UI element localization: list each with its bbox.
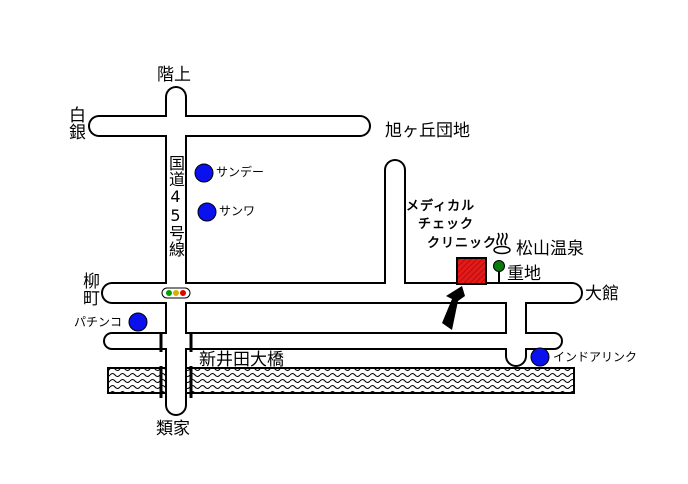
poi-indoor-icon — [530, 347, 550, 367]
label-pachinko: パチンコ — [74, 315, 123, 329]
destination-marker-icon — [456, 257, 487, 285]
label-shirogane: 白銀 — [65, 106, 85, 140]
pointer-arrow-icon — [442, 286, 465, 330]
traffic-signal-icon — [161, 287, 191, 299]
bridge-marks — [159, 332, 193, 398]
label-clinic-3: クリニック — [427, 236, 498, 251]
poi-sunday-icon — [194, 163, 214, 183]
label-bridge: 新井田大橋 — [199, 350, 284, 370]
label-bottom-ruike: 類家 — [156, 419, 190, 439]
label-route-45: 国道45号線 — [166, 155, 185, 257]
label-sunday: サンデー — [216, 165, 265, 179]
hot-spring-icon — [493, 232, 511, 255]
label-sanwa: サンワ — [219, 204, 256, 218]
label-yanagimachi: 柳町 — [79, 272, 99, 306]
label-indoor-rink: インドアリンク — [553, 350, 638, 364]
tree-icon — [493, 260, 505, 283]
label-clinic-2: チェック — [418, 217, 475, 232]
label-asahigaoka: 旭ヶ丘団地 — [385, 121, 470, 141]
label-shigechi: 重地 — [507, 264, 541, 284]
poi-sanwa-icon — [197, 202, 217, 222]
label-clinic-1: メディカル — [406, 199, 476, 214]
label-onsen: 松山温泉 — [516, 239, 584, 259]
label-top-kaijo: 階上 — [157, 65, 191, 85]
label-odate: 大館 — [585, 284, 619, 304]
poi-pachinko-icon — [128, 312, 148, 332]
